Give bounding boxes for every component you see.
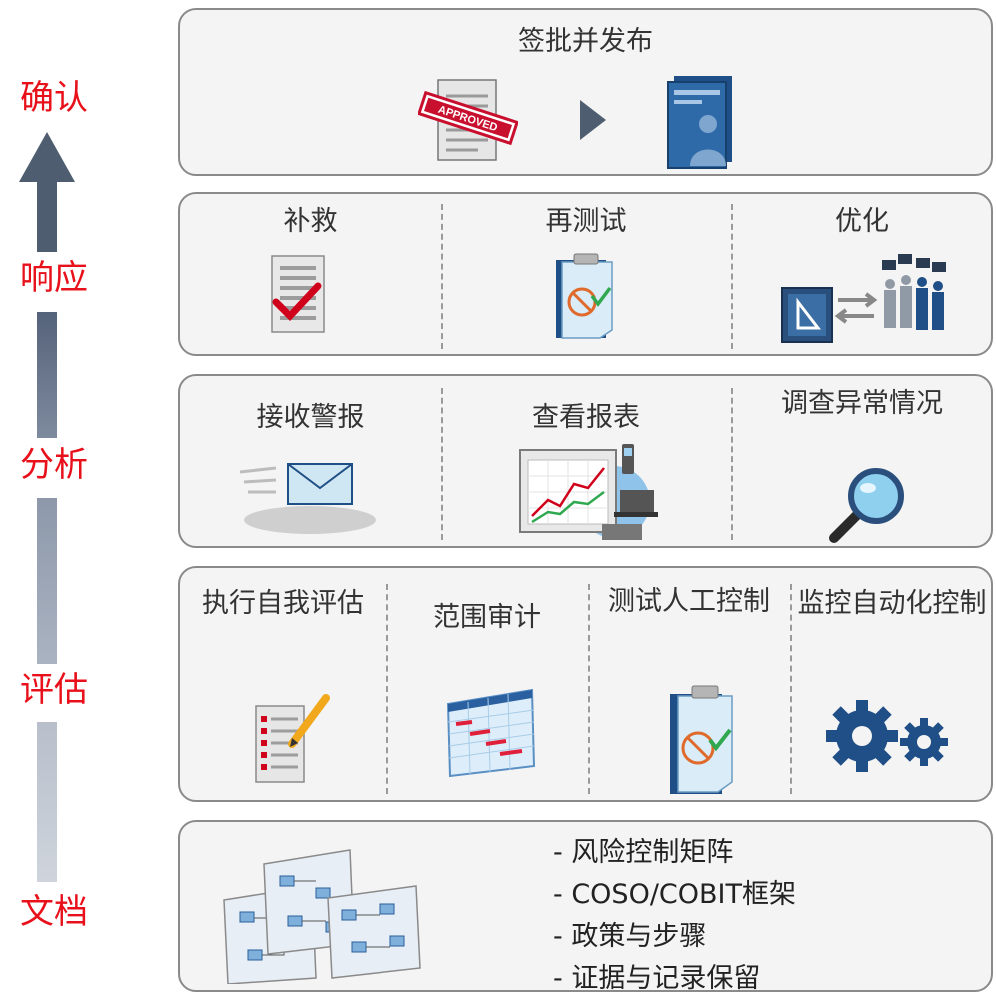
column-divider <box>441 204 443 349</box>
process-diagrams-icon <box>223 849 421 984</box>
progress-arrow-segment <box>37 722 57 882</box>
assess-item-self-assessment: 执行自我评估 <box>202 588 364 619</box>
optimize-network-icon <box>781 254 946 343</box>
column-divider <box>588 584 590 794</box>
assess-item-monitor-automated-controls: 监控自动化控制 <box>797 588 987 619</box>
stage-label-confirm: 确认 <box>20 78 88 118</box>
arrow-right-icon <box>580 100 606 140</box>
document-bullet: 风险控制矩阵 <box>553 832 796 874</box>
stage-label-analyze: 分析 <box>20 445 88 485</box>
assess-item-scope-audit: 范围审计 <box>433 602 541 633</box>
column-divider <box>731 204 733 349</box>
stage-label-document: 文档 <box>20 892 88 932</box>
retest-clipboard-icon <box>556 253 613 339</box>
remediate-checklist-icon <box>271 255 325 333</box>
self-assessment-checklist-icon <box>255 694 330 783</box>
document-bullet: 证据与记录保留 <box>553 958 796 1000</box>
stage-label-assess: 评估 <box>20 670 88 710</box>
respond-item-optimize: 优化 <box>835 206 889 237</box>
progress-arrow-segment <box>37 498 57 664</box>
assess-item-test-manual-controls: 测试人工控制 <box>608 586 770 617</box>
approved-document-icon: APPROVED <box>418 79 518 161</box>
panel-analyze: 接收警报 查看报表 调查异常情况 <box>178 374 993 548</box>
alert-envelope-icon <box>239 463 376 534</box>
analyze-item-receive-alerts: 接收警报 <box>256 402 365 433</box>
column-divider <box>790 584 792 794</box>
column-divider <box>386 584 388 794</box>
analyze-item-view-reports: 查看报表 <box>532 402 640 433</box>
document-bullet-list: 风险控制矩阵 COSO/COBIT框架 政策与步骤 证据与记录保留 <box>553 832 796 1000</box>
stage-label-respond: 响应 <box>20 258 88 298</box>
progress-arrow-segment <box>37 312 57 438</box>
magnifier-icon <box>829 468 904 543</box>
column-divider <box>441 388 443 540</box>
analyze-item-investigate-anomalies: 调查异常情况 <box>781 388 943 419</box>
progress-arrow-head <box>19 132 75 182</box>
panel-approve: 签批并发布 APPROVED <box>178 8 993 176</box>
audit-schedule-icon <box>446 688 536 778</box>
manual-test-clipboard-icon <box>670 685 733 794</box>
gears-icon <box>826 700 948 772</box>
approve-title: 签批并发布 <box>518 26 653 57</box>
published-profile-icon <box>667 76 732 169</box>
column-divider <box>731 388 733 540</box>
respond-item-retest: 再测试 <box>545 206 627 237</box>
panel-respond: 补救 再测试 优化 <box>178 192 993 356</box>
report-monitor-icon <box>519 444 658 540</box>
panel-assess: 执行自我评估 范围审计 测试人工控制 <box>178 566 993 802</box>
document-bullet: COSO/COBIT框架 <box>553 874 796 916</box>
document-bullet: 政策与步骤 <box>553 916 796 958</box>
respond-item-remediate: 补救 <box>283 206 338 237</box>
progress-arrow-segment <box>37 182 57 252</box>
